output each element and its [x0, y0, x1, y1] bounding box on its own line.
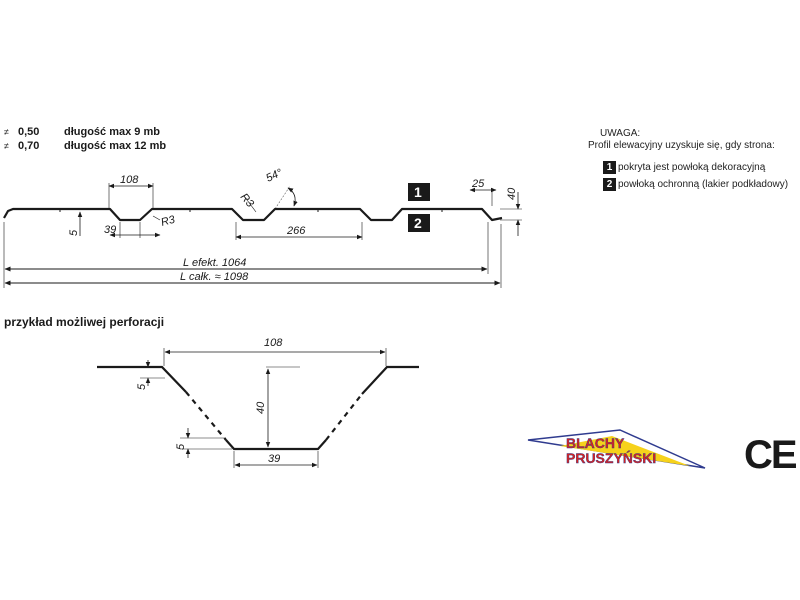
perf-dim-top-width: 108	[264, 337, 283, 349]
dim-flange: 25	[471, 178, 485, 190]
note-badge-1: 1	[603, 161, 616, 174]
perforation-right-dashed	[325, 393, 363, 441]
perforation-left-dashed	[185, 391, 227, 441]
svg-text:1: 1	[414, 184, 422, 200]
spec-row-1: ≠ 0,50 długość max 9 mb	[4, 126, 160, 138]
perf-dim-bottom-step: 5	[175, 443, 187, 450]
perf-dim-bottom-width: 39	[268, 453, 280, 465]
note-item-text: powłoką ochronną (lakier podkładowy)	[618, 179, 789, 190]
dim-angle: 54°	[264, 167, 285, 185]
note-subtitle: Profil elewacyjny uzyskuje się, gdy stro…	[588, 140, 775, 151]
dim-total-length: L całk. ≈ 1098	[180, 271, 249, 283]
spec-thickness: 0,70	[18, 140, 40, 152]
logo-line-2: PRUSZYŃSKI	[566, 450, 656, 466]
thickness-symbol: ≠	[4, 127, 9, 137]
dim-depth-small: 5	[68, 229, 80, 236]
perf-dim-left-step: 5	[136, 383, 148, 390]
logo-line-1: BLACHY	[566, 435, 625, 451]
perforation-bottom	[225, 439, 327, 451]
note-item-text: pokryta jest powłoką dekoracyjną	[618, 162, 766, 173]
spec-thickness: 0,50	[18, 126, 40, 138]
perf-dim-height: 40	[255, 401, 267, 414]
note-badge-2: 2	[603, 178, 616, 191]
thickness-symbol: ≠	[4, 141, 9, 151]
perforation-left-wall	[97, 365, 187, 393]
dim-bottom-width: 39	[104, 224, 116, 236]
note-title: UWAGA:	[600, 128, 641, 139]
spec-row-2: ≠ 0,70 długość max 12 mb	[4, 140, 166, 152]
spec-length: długość max 12 mb	[64, 140, 167, 152]
dim-top-width: 108	[120, 174, 139, 186]
side-badge-1: 1	[408, 183, 430, 201]
dim-radius-2: R3	[160, 213, 178, 228]
dim-pitch: 266	[286, 225, 306, 237]
stiffener-marks	[59, 208, 443, 212]
spec-length: długość max 9 mb	[64, 126, 160, 138]
perforation-title: przykład możliwej perforacji	[4, 315, 165, 329]
side-badge-2: 2	[408, 214, 430, 232]
dim-radius-1: R3	[238, 191, 257, 210]
profile-outline	[3, 207, 503, 222]
ce-mark: CE	[744, 433, 797, 477]
svg-text:2: 2	[414, 215, 422, 231]
company-logo: BLACHY PRUSZYŃSKI	[527, 429, 706, 469]
perforation-right-wall	[361, 365, 419, 395]
dim-height: 40	[506, 187, 518, 200]
dim-effective-length: L efekt. 1064	[183, 257, 246, 269]
